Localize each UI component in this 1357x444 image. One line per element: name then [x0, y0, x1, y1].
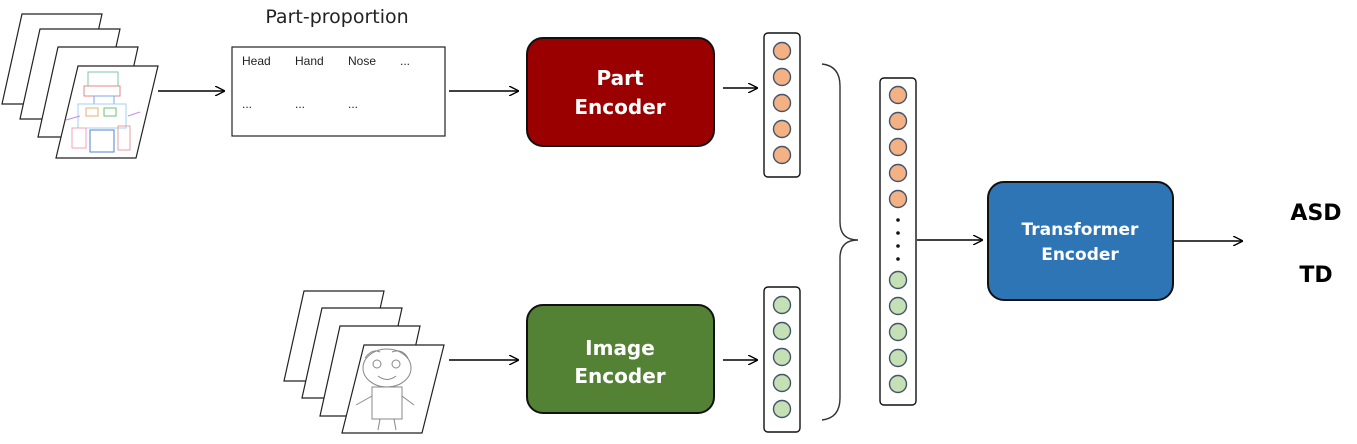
transformer-encoder-label-line2: Encoder — [1041, 245, 1119, 265]
part-feature-token — [772, 93, 792, 113]
image-feature-token — [888, 296, 908, 316]
table-cell-3: ... — [348, 97, 358, 111]
table-header-nose: Nose — [348, 54, 376, 68]
image-feature-token — [888, 374, 908, 394]
part-feature-vector — [763, 32, 801, 178]
image-feature-vector — [763, 286, 801, 433]
child-drawing-sketch — [355, 348, 415, 431]
part-feature-token — [772, 41, 792, 61]
concatenated-vector-box — [879, 77, 917, 406]
image-encoder-box — [526, 304, 715, 414]
output-class-asd: ASD — [1290, 201, 1341, 226]
ellipsis-dot — [896, 231, 900, 235]
image-feature-token — [772, 373, 792, 393]
image-encoder-label-line1: Image — [585, 336, 655, 360]
part-feature-token — [888, 163, 908, 183]
table-cell-2: ... — [295, 97, 305, 111]
transformer-encoder-box — [987, 181, 1174, 301]
child-drawing-image — [341, 344, 445, 434]
part-proportion-block: Part-proportion Head Hand Nose ... ... .… — [231, 6, 446, 137]
part-proportion-table — [231, 46, 446, 137]
table-cell-1: ... — [242, 97, 252, 111]
part-feature-token — [888, 111, 908, 131]
table-header-hand: Hand — [295, 54, 324, 68]
image-encoder-label-line2: Encoder — [574, 364, 665, 388]
concatenated-feature-vector — [879, 77, 917, 406]
part-feature-token — [772, 145, 792, 165]
part-encoder-box — [526, 37, 715, 147]
image-feature-token — [888, 270, 908, 290]
image-feature-token — [772, 295, 792, 315]
image-feature-token — [772, 321, 792, 341]
part-encoder: Part Encoder — [526, 37, 715, 147]
segmented-drawing-image — [55, 65, 159, 159]
drawing-image-stack — [283, 290, 445, 434]
ellipsis-dot — [896, 218, 900, 222]
part-feature-token — [888, 137, 908, 157]
part-feature-token — [888, 189, 908, 209]
segmented-drawing-sketch — [65, 71, 141, 153]
part-proportion-title: Part-proportion — [265, 6, 408, 28]
ellipsis-dot — [896, 244, 900, 248]
image-feature-token — [888, 348, 908, 368]
image-feature-token — [772, 347, 792, 367]
image-encoder: Image Encoder — [526, 304, 715, 414]
transformer-encoder: Transformer Encoder — [987, 181, 1174, 301]
part-feature-token — [772, 119, 792, 139]
part-encoder-label-line2: Encoder — [574, 95, 665, 119]
concatenation-brace — [821, 63, 859, 421]
part-image-stack — [1, 13, 159, 159]
output-class-td: TD — [1299, 263, 1332, 288]
part-feature-token — [888, 85, 908, 105]
transformer-encoder-label-line1: Transformer — [1022, 220, 1140, 240]
image-feature-token — [888, 322, 908, 342]
part-feature-token — [772, 67, 792, 87]
table-header-head: Head — [242, 54, 271, 68]
table-header-more: ... — [400, 54, 410, 68]
image-feature-token — [772, 399, 792, 419]
part-encoder-label-line1: Part — [596, 66, 643, 90]
ellipsis-dot — [896, 257, 900, 261]
